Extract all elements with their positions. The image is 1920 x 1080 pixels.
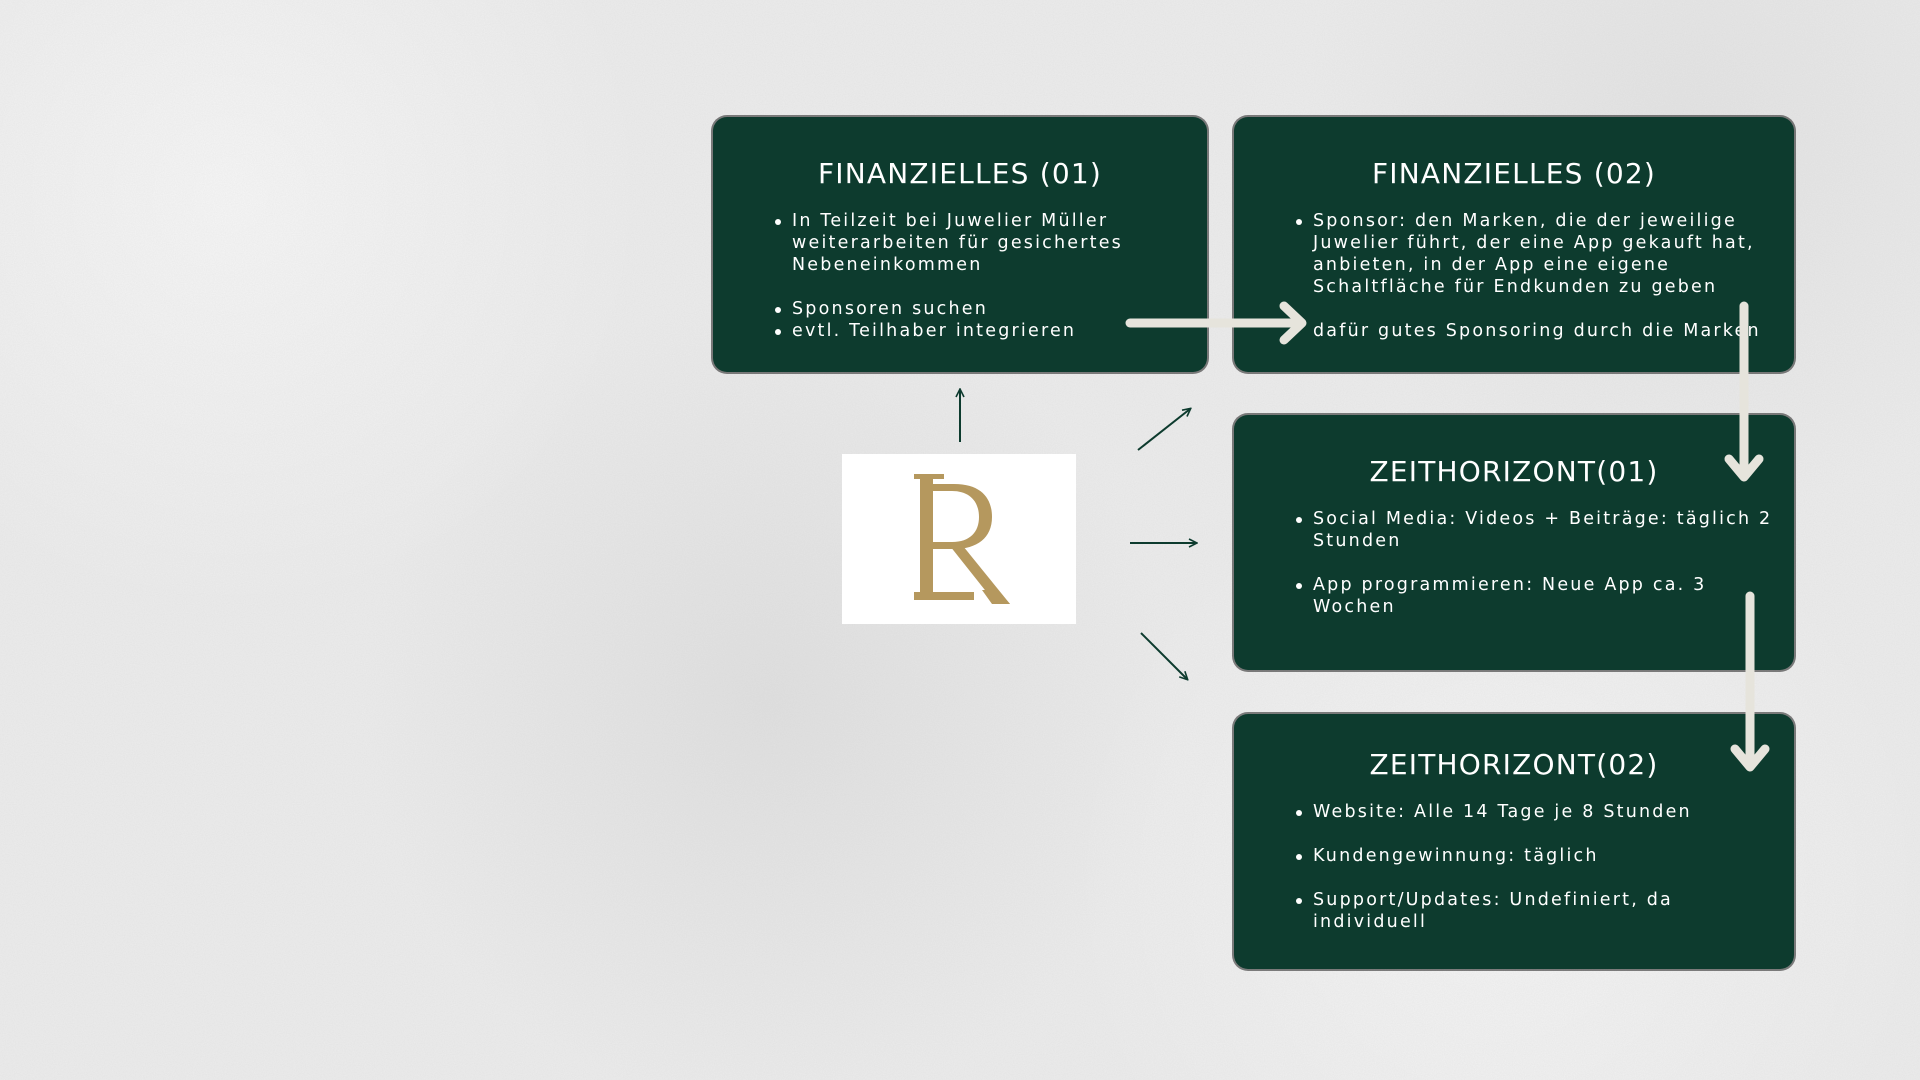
card-title-finanzielles-01: FINANZIELLES (01) bbox=[818, 157, 1102, 190]
card-finanzielles-02: FINANZIELLES (02) Sponsor: den Marken, d… bbox=[1234, 117, 1794, 372]
card-list-finanzielles-02: Sponsor: den Marken, die der jeweilige J… bbox=[1234, 210, 1794, 342]
list-item: App programmieren: Neue App ca. 3 Wochen bbox=[1296, 574, 1794, 618]
list-item: Kundengewinnung: täglich bbox=[1296, 845, 1794, 867]
list-item: Sponsor: den Marken, die der jeweilige J… bbox=[1296, 210, 1794, 298]
list-item: evtl. Teilhaber integrieren bbox=[775, 320, 1207, 342]
lr-monogram-icon bbox=[914, 474, 1010, 604]
card-list-finanzielles-01: In Teilzeit bei Juwelier Müller weiterar… bbox=[713, 210, 1207, 342]
card-finanzielles-01: FINANZIELLES (01) In Teilzeit bei Juweli… bbox=[713, 117, 1207, 372]
list-item: Sponsoren suchen bbox=[775, 298, 1207, 320]
list-item: Social Media: Videos + Beiträge: täglich… bbox=[1296, 508, 1794, 552]
card-title-zeithorizont-02: ZEITHORIZONT(02) bbox=[1369, 748, 1659, 781]
card-zeithorizont-01: ZEITHORIZONT(01) Social Media: Videos + … bbox=[1234, 415, 1794, 670]
list-item: dafür gutes Sponsoring durch die Marken bbox=[1313, 321, 1761, 341]
card-list-zeithorizont-02: Website: Alle 14 Tage je 8 Stunden Kunde… bbox=[1234, 801, 1794, 933]
logo-lr-monogram bbox=[842, 454, 1076, 624]
list-item: In Teilzeit bei Juwelier Müller weiterar… bbox=[775, 210, 1207, 276]
card-title-zeithorizont-01: ZEITHORIZONT(01) bbox=[1369, 455, 1659, 488]
card-zeithorizont-02: ZEITHORIZONT(02) Website: Alle 14 Tage j… bbox=[1234, 714, 1794, 969]
list-item: Website: Alle 14 Tage je 8 Stunden bbox=[1296, 801, 1794, 823]
list-item: Support/Updates: Undefiniert, da individ… bbox=[1296, 889, 1794, 933]
card-list-zeithorizont-01: Social Media: Videos + Beiträge: täglich… bbox=[1234, 508, 1794, 618]
card-title-finanzielles-02: FINANZIELLES (02) bbox=[1372, 157, 1656, 190]
